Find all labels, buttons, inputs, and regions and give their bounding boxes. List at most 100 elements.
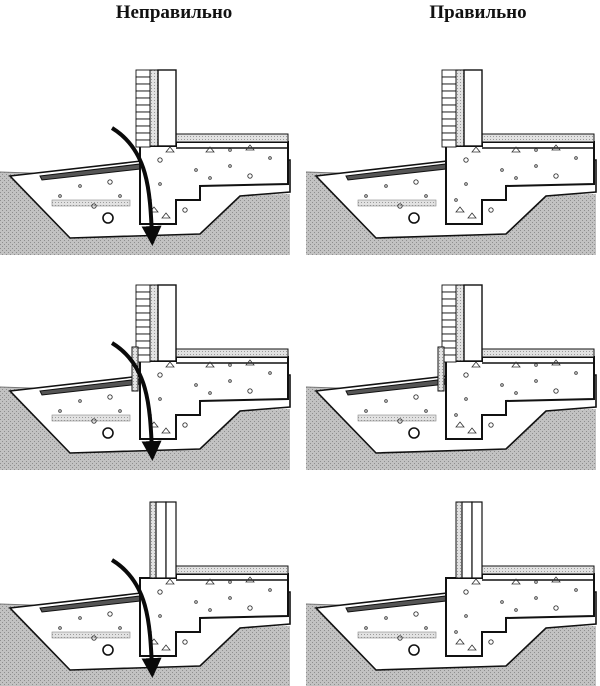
insulation-strip: [51, 199, 131, 207]
wall-insulation: [455, 69, 465, 147]
aggregate-triangle: [165, 578, 175, 585]
brick: [135, 291, 151, 300]
aggregate-dot: [500, 383, 504, 387]
aggregate-triangle: [455, 421, 465, 428]
brick: [441, 139, 457, 148]
aggregate-dot: [424, 626, 428, 630]
aggregate-dot: [91, 203, 97, 209]
aggregate-dot: [208, 176, 212, 180]
wall-inner: [157, 284, 177, 362]
drain-pipe: [102, 427, 114, 439]
aggregate-dot: [182, 207, 188, 213]
aggregate-dot: [397, 418, 403, 424]
floor-insulation: [175, 565, 289, 575]
brick: [441, 125, 457, 134]
brick: [441, 284, 457, 293]
aggregate-dot: [500, 168, 504, 172]
aggregate-dot: [107, 611, 113, 617]
brick: [135, 319, 151, 328]
brick: [441, 76, 457, 85]
aggregate-dot: [228, 164, 232, 168]
panel-wrong-2: [0, 284, 291, 470]
aggregate-dot: [574, 156, 578, 160]
aggregate-dot: [464, 182, 468, 186]
aggregate-dot: [534, 580, 538, 584]
brick: [135, 305, 151, 314]
brick: [441, 83, 457, 92]
brick: [135, 132, 151, 141]
aggregate-dot: [78, 184, 82, 188]
aggregate-dot: [158, 614, 162, 618]
insulation-strip: [357, 199, 437, 207]
aggregate-dot: [553, 388, 559, 394]
aggregate-triangle: [471, 361, 481, 368]
aggregate-triangle: [165, 146, 175, 153]
aggregate-dot: [424, 194, 428, 198]
aggregate-dot: [91, 418, 97, 424]
aggregate-dot: [158, 397, 162, 401]
floor-insulation: [175, 133, 289, 143]
aggregate-dot: [464, 614, 468, 618]
aggregate-dot: [91, 635, 97, 641]
brick: [441, 69, 457, 78]
aggregate-dot: [182, 422, 188, 428]
brick: [441, 104, 457, 113]
aggregate-triangle: [551, 359, 561, 366]
aggregate-dot: [534, 148, 538, 152]
wall-inner: [463, 284, 483, 362]
wall-frame: [461, 501, 473, 579]
aggregate-dot: [364, 409, 368, 413]
water-flow-arrow: [110, 558, 162, 678]
aggregate-dot: [228, 379, 232, 383]
aggregate-triangle: [245, 576, 255, 583]
aggregate-dot: [157, 372, 163, 378]
aggregate-dot: [397, 635, 403, 641]
insulation-strip: [51, 631, 131, 639]
brick: [135, 118, 151, 127]
aggregate-dot: [463, 372, 469, 378]
brick: [135, 104, 151, 113]
aggregate-dot: [228, 580, 232, 584]
aggregate-dot: [488, 207, 494, 213]
brick: [135, 326, 151, 335]
aggregate-triangle: [205, 146, 215, 153]
aggregate-dot: [157, 589, 163, 595]
aggregate-triangle: [205, 361, 215, 368]
wall-insulation: [455, 284, 465, 362]
aggregate-dot: [534, 596, 538, 600]
aggregate-dot: [384, 184, 388, 188]
aggregate-dot: [534, 379, 538, 383]
aggregate-triangle: [205, 578, 215, 585]
aggregate-triangle: [165, 361, 175, 368]
aggregate-dot: [194, 600, 198, 604]
aggregate-dot: [118, 409, 122, 413]
aggregate-dot: [463, 157, 469, 163]
aggregate-triangle: [467, 212, 477, 219]
aggregate-dot: [78, 399, 82, 403]
brick: [441, 132, 457, 141]
brick: [441, 312, 457, 321]
aggregate-dot: [247, 388, 253, 394]
water-flow-arrow: [110, 126, 162, 246]
aggregate-dot: [534, 164, 538, 168]
plinth-cladding: [437, 346, 445, 392]
aggregate-dot: [514, 608, 518, 612]
aggregate-dot: [553, 605, 559, 611]
insulation-strip: [51, 414, 131, 422]
wall-inner: [463, 69, 483, 147]
aggregate-triangle: [455, 638, 465, 645]
aggregate-dot: [228, 596, 232, 600]
aggregate-dot: [78, 616, 82, 620]
insulation-strip: [357, 414, 437, 422]
floor-insulation: [481, 133, 595, 143]
panel-right-1: [305, 69, 597, 255]
brick: [135, 333, 151, 342]
aggregate-dot: [574, 371, 578, 375]
brick: [441, 326, 457, 335]
aggregate-dot: [364, 626, 368, 630]
aggregate-dot: [118, 194, 122, 198]
brick: [441, 305, 457, 314]
aggregate-triangle: [455, 206, 465, 213]
insulation-strip: [357, 631, 437, 639]
